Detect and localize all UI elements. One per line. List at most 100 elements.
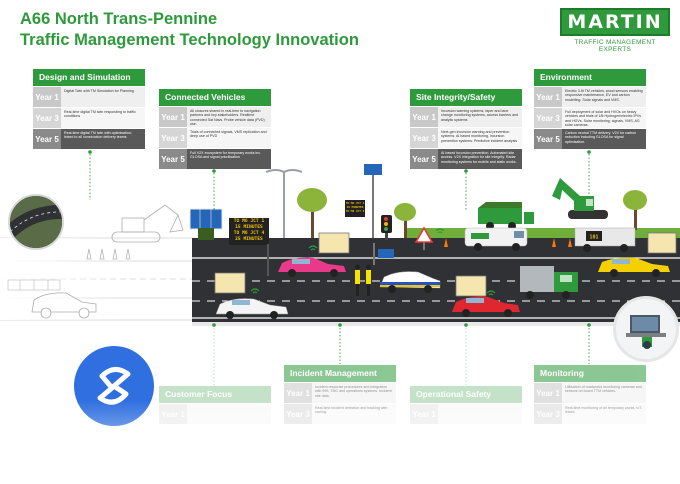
year-label: Year 1 — [33, 87, 61, 107]
panel-title: Environment — [534, 69, 646, 86]
pink-car — [278, 257, 346, 277]
vms-line-1: TO M6 JCT 1 — [233, 219, 265, 224]
trees — [297, 188, 647, 238]
year-label: Year 1 — [410, 404, 438, 424]
year-label: Year 1 — [534, 87, 562, 107]
cones-right — [444, 238, 588, 247]
year-label: Year 1 — [410, 107, 438, 127]
year-text: Carbon neutral TTM delivery. V2X for car… — [562, 129, 646, 149]
panel-customer-focus: Customer Focus Year 1 — [159, 386, 271, 424]
year-label: Year 3 — [410, 128, 438, 148]
vms-line-4: 25 MINUTES — [235, 237, 263, 242]
year-text — [187, 404, 271, 424]
year-label: Year 3 — [534, 404, 562, 424]
year-text: Real-time digital TM twin with optimisat… — [61, 129, 145, 149]
solar-panel — [189, 208, 223, 240]
martin-logo: MARTIN TRAFFIC MANAGEMENT EXPERTS — [560, 8, 670, 53]
year-text: Incident response procedures and integra… — [312, 383, 396, 403]
road-curve-icon — [10, 196, 62, 248]
vms-sign-pole — [267, 244, 269, 276]
police-car — [379, 271, 441, 293]
year-label: Year 5 — [33, 129, 61, 149]
year-label: Year 1 — [159, 107, 187, 127]
year-label: Year 1 — [284, 383, 312, 403]
year-label: Year 5 — [159, 149, 187, 169]
small-vms-line-1: TO M6 JCT 1 — [345, 201, 365, 205]
connector-dots — [88, 150, 591, 327]
year-text — [438, 404, 522, 424]
street-lamp — [265, 169, 303, 238]
logo-wordmark: MARTIN — [560, 8, 670, 36]
dump-truck — [478, 202, 534, 230]
title-line-1: A66 North Trans-Pennine — [20, 10, 218, 28]
year-text: Full deployment of solar and HVOs on hea… — [562, 108, 646, 128]
panel-title: Monitoring — [534, 365, 646, 382]
sketch-car — [31, 292, 97, 319]
panel-title: Connected Vehicles — [159, 89, 271, 106]
title-line-2: Traffic Management Technology Innovation — [20, 31, 359, 49]
panel-title: Incident Management — [284, 365, 396, 382]
page-title: A66 North Trans-Pennine Traffic Manageme… — [20, 9, 359, 51]
year-text: Utilisation of roadworks monitoring came… — [562, 383, 646, 403]
panel-title: Operational Safety — [410, 386, 522, 403]
vms-line-2: 15 MINUTES — [235, 225, 263, 230]
year-label: Year 3 — [284, 404, 312, 424]
panel-title: Customer Focus — [159, 386, 271, 403]
small-vms-line-2: 15 MINUTES — [346, 205, 364, 210]
panel-title: Site Integrity/Safety — [410, 89, 522, 106]
excavator-green — [552, 178, 608, 219]
year-text: Real-time incident detection and trackin… — [312, 404, 396, 424]
phone-screens — [214, 232, 677, 297]
operator-desk-icon — [613, 296, 679, 362]
sketch-excavator — [111, 204, 184, 243]
sketch-barrier — [7, 279, 61, 291]
year-label: Year 1 — [534, 383, 562, 403]
year-label: Year 3 — [33, 108, 61, 128]
year-text: Electric 3.5t TM vehicles, wood sensors … — [562, 87, 646, 107]
year-label: Year 1 — [159, 404, 187, 424]
year-label: Year 3 — [534, 108, 562, 128]
wifi-icons — [250, 228, 496, 296]
year-label: Year 5 — [410, 149, 438, 169]
drone-view-circle — [8, 194, 64, 250]
year-label: Year 3 — [159, 128, 187, 148]
traffic-light — [381, 215, 392, 240]
year-text: Trials of connected signals, VMS replica… — [187, 128, 271, 148]
year-text: All closures shared in real-time to navi… — [187, 107, 271, 127]
warning-sign — [414, 226, 434, 250]
sketch-cones — [86, 248, 131, 260]
year-text: Digital Twin with TM Simulation for Plan… — [61, 87, 145, 107]
year-text: Next-gen incursion warning and preventio… — [438, 128, 522, 148]
solar-pole — [364, 164, 394, 265]
small-vms-line-3: TO M6 JCT 4 — [345, 209, 365, 214]
year-text: Real-time digital TM twin responding to … — [61, 108, 145, 128]
red-car — [452, 296, 520, 317]
truck-sign-text: 101 — [589, 235, 598, 241]
panel-operational-safety: Operational Safety Year 1 — [410, 386, 522, 424]
vms-line-3: TO M6 JCT 4 — [233, 231, 265, 236]
connectors — [89, 147, 590, 385]
panel-row: Year 1 — [410, 404, 522, 424]
year-label: Year 5 — [534, 129, 562, 149]
